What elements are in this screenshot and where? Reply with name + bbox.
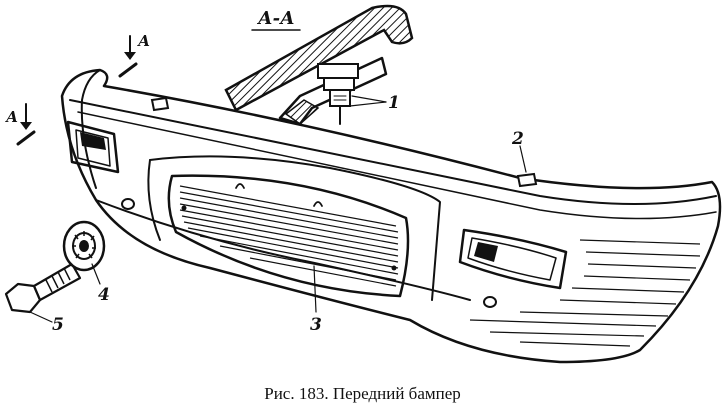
front-bumper <box>60 68 722 364</box>
clip-left <box>150 96 170 112</box>
callout-1: 1 <box>388 93 400 113</box>
section-mark-left: А <box>5 108 18 126</box>
bolt-nut-assembly <box>317 63 359 125</box>
bumper-section-shell <box>224 4 414 112</box>
washer-part <box>62 220 106 272</box>
callout-3: 3 <box>310 315 322 335</box>
left-light-opening <box>66 120 120 174</box>
bumper-body <box>60 68 722 364</box>
right-light-opening <box>458 228 568 290</box>
section-mark-top: А <box>137 32 150 50</box>
section-title: А-А <box>256 8 295 29</box>
callout-2: 2 <box>511 129 524 149</box>
license-plate-panel <box>167 174 410 298</box>
callouts: 2 3 4 5 <box>29 129 527 335</box>
section-cut-marks: А А <box>5 32 150 146</box>
callout-4: 4 <box>98 285 110 305</box>
bolt-part <box>4 262 82 314</box>
callout-5: 5 <box>52 315 64 335</box>
figure-caption: Рис. 183. Передний бампер <box>264 384 461 403</box>
clip-right <box>516 172 538 188</box>
section-detail: А-А 1 <box>224 4 414 126</box>
